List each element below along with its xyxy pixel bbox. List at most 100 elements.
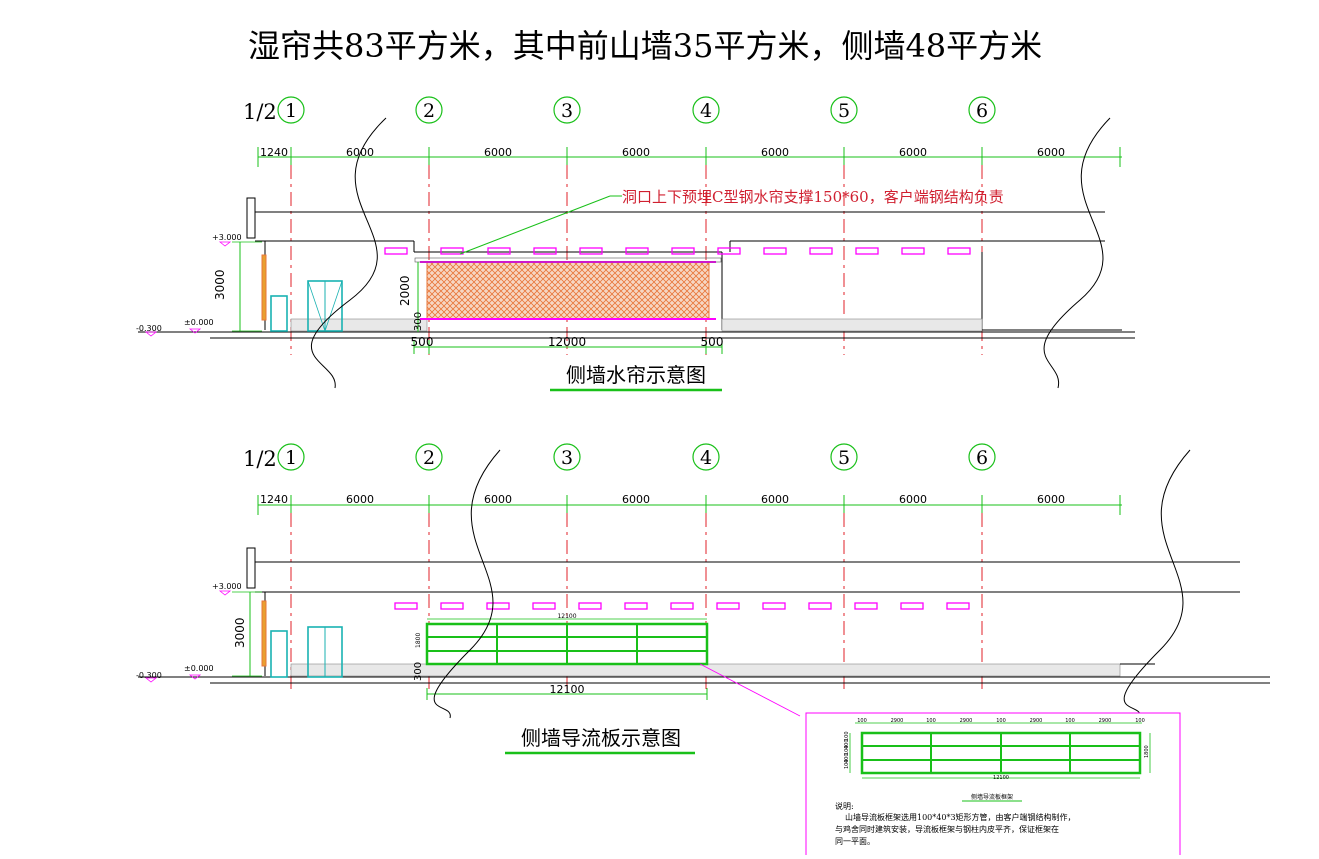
svg-text:1: 1 [285, 100, 297, 122]
dim2-6000-d: 6000 [761, 493, 789, 506]
detail-left-dim: 400 [844, 753, 850, 763]
detail-top-dim: 100 [926, 718, 936, 724]
sill-height-dim-2: 300 [413, 662, 424, 681]
drawing1-title: 侧墙水帘示意图 [566, 363, 706, 387]
dim-6000-f: 6000 [1037, 146, 1065, 159]
detail-top-dim: 2900 [960, 718, 973, 724]
detail-top-dim: 2900 [1030, 718, 1043, 724]
dim-6000-b: 6000 [484, 146, 512, 159]
svg-text:2: 2 [423, 447, 435, 469]
axis-bubble-4: 4 [692, 96, 720, 124]
detail-top-dim: 2900 [891, 718, 904, 724]
detail-left-dim: 400 [844, 739, 850, 749]
detail-top-dim: 100 [1065, 718, 1075, 724]
axis-bubble-6b: 6 [968, 443, 996, 471]
axis-bubble-3b: 3 [553, 443, 581, 471]
air-inlet-vent [533, 247, 557, 255]
panel-width-bottom: 12100 [550, 683, 585, 696]
sill-height-dim: 300 [413, 312, 424, 331]
svg-text:6: 6 [976, 447, 988, 469]
air-inlet-vent [763, 247, 787, 255]
panel-height-dim: 1800 [415, 633, 422, 648]
air-inlet-vent [900, 602, 924, 610]
opening-dim-left: 500 [411, 335, 434, 349]
dim2-6000-e: 6000 [899, 493, 927, 506]
dim-1240: 1240 [260, 146, 288, 159]
svg-text:4: 4 [700, 100, 712, 122]
side-wall-baffle-drawing: 1/2 1 2 3 4 5 6 1240 6000 6000 6000 6000… [136, 443, 1270, 755]
dim2-1240: 1240 [260, 493, 288, 506]
axis-bubble-2b: 2 [415, 443, 443, 471]
detail-top-dim: 2900 [1099, 718, 1112, 724]
height-dim-2: 3000 [233, 617, 247, 648]
air-inlet-vent [394, 602, 418, 610]
air-inlet-vent [486, 602, 510, 610]
detail-right-dim: 1800 [1144, 745, 1150, 758]
axis-bubble-1: 1 [277, 96, 305, 124]
elev-top-1: +3.000 [212, 233, 242, 242]
curtain-annotation: 洞口上下预埋C型钢水帘支撑150*60，客户端钢结构负责 [622, 188, 1004, 206]
dim2-6000-a: 6000 [346, 493, 374, 506]
detail-note-heading: 说明: [835, 801, 854, 811]
detail-note-line-2: 与鸡舍同时建筑安装，导流板框架与钢柱内皮平齐，保证框架在 [835, 824, 1059, 834]
elev-ground-1: ±0.000 [184, 318, 214, 327]
detail-top-dim: 100 [857, 718, 867, 724]
detail-top-dim: 100 [1135, 718, 1145, 724]
axis-bubble-3: 3 [553, 96, 581, 124]
air-inlet-vent [808, 602, 832, 610]
opening-dim-right: 500 [701, 335, 724, 349]
page-title: 湿帘共83平方米，其中前山墙35平方米，侧墙48平方米 [248, 27, 1042, 65]
elev-top-2: +3.000 [212, 582, 242, 591]
svg-text:2: 2 [423, 100, 435, 122]
dim2-6000-f: 6000 [1037, 493, 1065, 506]
curtain-height-dim: 2000 [398, 275, 412, 306]
svg-text:3: 3 [561, 100, 573, 122]
dim-6000-e: 6000 [899, 146, 927, 159]
dim2-6000-c: 6000 [622, 493, 650, 506]
elev-low-1: -0.300 [136, 324, 162, 333]
dim-6000-c: 6000 [622, 146, 650, 159]
svg-text:3: 3 [561, 447, 573, 469]
axis-bubble-1b: 1 [277, 443, 305, 471]
detail-left-dim: 100 [844, 745, 850, 755]
detail-note-line-3: 同一平面。 [835, 837, 875, 846]
air-inlet-vent [947, 247, 971, 255]
panel-width-top: 12100 [557, 613, 576, 620]
air-inlet-vent [854, 602, 878, 610]
detail-bottom-dim: 12100 [993, 775, 1009, 781]
detail-note-line-1: 山墙导流板框架选用100*40*3矩形方管，由客户端钢结构制作， [845, 812, 1076, 822]
svg-text:5: 5 [838, 447, 850, 469]
air-inlet-vent [532, 602, 556, 610]
svg-text:4: 4 [700, 447, 712, 469]
air-inlet-vent [670, 602, 694, 610]
air-inlet-vent [809, 247, 833, 255]
svg-text:5: 5 [838, 100, 850, 122]
svg-text:1: 1 [285, 447, 297, 469]
axis-label-half: 1/2 [243, 100, 277, 124]
air-inlet-vent [716, 602, 740, 610]
svg-text:6: 6 [976, 100, 988, 122]
dim-6000-d: 6000 [761, 146, 789, 159]
axis-bubble-5b: 5 [830, 443, 858, 471]
elev-ground-2: ±0.000 [184, 664, 214, 673]
air-inlet-vent [440, 602, 464, 610]
height-dim-1: 3000 [213, 269, 227, 300]
air-inlet-vent [579, 247, 603, 255]
opening-dim-mid: 12000 [548, 335, 586, 349]
axis-bubble-6: 6 [968, 96, 996, 124]
air-inlet-vent [625, 247, 649, 255]
elev-low-2: -0.300 [136, 671, 162, 680]
axis-bubble-5: 5 [830, 96, 858, 124]
detail-left-dim: 100 [844, 731, 850, 741]
axis-bubble-2: 2 [415, 96, 443, 124]
detail-title: 侧墙导流板框架 [971, 793, 1013, 801]
drawing2-title: 侧墙导流板示意图 [521, 726, 681, 750]
air-inlet-vent [440, 247, 464, 255]
air-inlet-vent [487, 247, 511, 255]
dim2-6000-b: 6000 [484, 493, 512, 506]
axis-label-half-2: 1/2 [243, 447, 277, 471]
air-inlet-vent [762, 602, 786, 610]
air-inlet-vent [578, 602, 602, 610]
